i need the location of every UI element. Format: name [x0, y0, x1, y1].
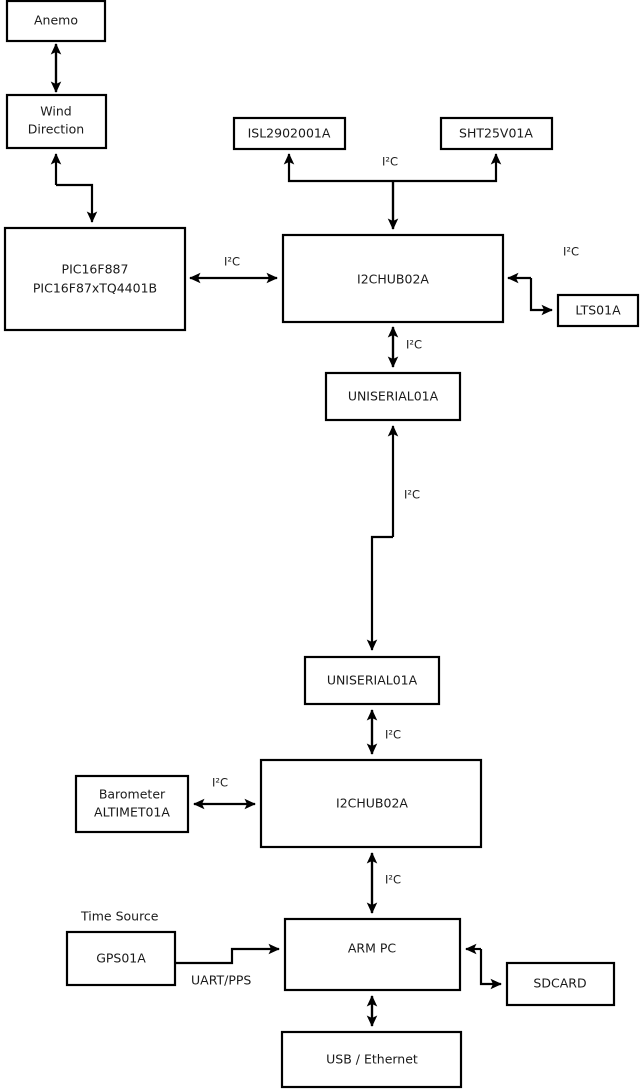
- arrow-to-lts: [529, 278, 553, 316]
- edge-hub-sensors-bus: I²C: [283, 153, 502, 230]
- edge-pic-wind-direction: [50, 153, 98, 223]
- node-gps01a[interactable]: GPS01A: [65, 930, 177, 987]
- node-wind-direction-box[interactable]: [5, 93, 108, 150]
- node-uniserial-top[interactable]: UNISERIAL01A: [324, 371, 462, 422]
- edge-label-sensors-bus: I²C: [382, 155, 398, 169]
- node-pic-box[interactable]: [3, 226, 187, 332]
- node-anemo[interactable]: Anemo: [5, 0, 107, 43]
- node-gps01a-label: GPS01A: [96, 951, 146, 966]
- arrow-to-arm: [175, 943, 280, 965]
- node-hub-bottom-box[interactable]: [259, 758, 483, 849]
- edge-label-hub-arm: I²C: [385, 873, 401, 887]
- edge-gps-arm: UART/PPS: [175, 943, 280, 988]
- node-hub-top-box[interactable]: [281, 233, 505, 324]
- node-sdcard-label: SDCARD: [533, 976, 586, 991]
- node-usb-ethernet[interactable]: USB / Ethernet: [280, 1030, 463, 1089]
- node-arm-pc-box[interactable]: [283, 917, 462, 992]
- edge-pic-hub-top: I²C: [189, 255, 278, 284]
- node-sdcard-box[interactable]: [505, 961, 616, 1007]
- edge-label-gps-arm: UART/PPS: [191, 973, 251, 988]
- node-usb-ethernet-label: USB / Ethernet: [326, 1052, 418, 1067]
- node-sht25v01a[interactable]: SHT25V01A: [439, 116, 554, 151]
- edge-label-barometer-hub: I²C: [212, 776, 228, 790]
- node-hub-bottom[interactable]: I2CHUB02A: [259, 758, 483, 849]
- edge-label-uniserial-hub: I²C: [385, 728, 401, 742]
- edge-uniserial-hub-bottom: I²C: [366, 709, 401, 755]
- node-arm-pc-label: ARM PC: [348, 941, 397, 956]
- node-hub-top[interactable]: I2CHUB02A: [281, 233, 505, 324]
- node-sht25v01a-box[interactable]: [439, 116, 554, 151]
- edge-hub-arm: I²C: [366, 852, 401, 914]
- node-lts01a-label: LTS01A: [575, 303, 621, 318]
- edge-hub-uniserial-top: I²C: [387, 326, 422, 368]
- node-anemo-box[interactable]: [5, 0, 107, 43]
- node-barometer-label-line2: ALTIMET01A: [94, 805, 170, 820]
- edge-label-pic-hub: I²C: [224, 255, 240, 269]
- node-sht25v01a-label: SHT25V01A: [459, 126, 533, 141]
- node-uniserial-bottom-box[interactable]: [303, 655, 441, 706]
- edge-label-uniserial-link: I²C: [404, 488, 420, 502]
- node-hub-bottom-label: I2CHUB02A: [336, 796, 408, 811]
- node-pic-label-line1: PIC16F887: [62, 262, 129, 277]
- edge-label-hub-lts: I²C: [563, 245, 579, 259]
- node-usb-ethernet-box[interactable]: [280, 1030, 463, 1089]
- node-uniserial-top-label: UNISERIAL01A: [348, 389, 439, 404]
- edge-hub-lts: I²C: [507, 245, 579, 316]
- arrow-to-sdcard: [479, 949, 502, 990]
- node-hub-top-label: I2CHUB02A: [357, 272, 429, 287]
- arrow-down: [366, 535, 393, 651]
- edge-label-hub-uniserial: I²C: [406, 338, 422, 352]
- node-uniserial-bottom[interactable]: UNISERIAL01A: [303, 655, 441, 706]
- node-barometer[interactable]: Barometer ALTIMET01A: [74, 774, 190, 834]
- node-pic-label-line2: PIC16F87xTQ4401B: [33, 281, 157, 296]
- node-arm-pc[interactable]: ARM PC: [283, 917, 462, 992]
- node-isl2902001a[interactable]: ISL2902001A: [232, 116, 347, 151]
- node-anemo-label: Anemo: [34, 13, 78, 28]
- node-wind-direction-label-line1: Wind: [40, 104, 71, 119]
- node-barometer-box[interactable]: [74, 774, 190, 834]
- node-sdcard[interactable]: SDCARD: [505, 961, 616, 1007]
- node-barometer-label-line1: Barometer: [99, 787, 166, 802]
- arrow-to-sht: [393, 153, 502, 183]
- node-wind-direction-label-line2: Direction: [28, 122, 84, 137]
- node-wind-direction[interactable]: Wind Direction: [5, 93, 108, 150]
- edge-uniserial-link: I²C: [366, 425, 420, 651]
- node-isl2902001a-label: ISL2902001A: [248, 126, 331, 141]
- node-uniserial-top-box[interactable]: [324, 371, 462, 422]
- node-lts01a[interactable]: LTS01A: [556, 293, 640, 328]
- node-isl2902001a-box[interactable]: [232, 116, 347, 151]
- node-lts01a-box[interactable]: [556, 293, 640, 328]
- node-gps01a-box[interactable]: [65, 930, 177, 987]
- label-time-source: Time Source: [80, 909, 159, 924]
- node-pic[interactable]: PIC16F887 PIC16F87xTQ4401B: [3, 226, 187, 332]
- arrow-to-isl: [283, 153, 393, 183]
- arrow-to-pic: [56, 183, 98, 223]
- edge-arm-sdcard: [465, 943, 502, 990]
- edge-barometer-hub: I²C: [193, 776, 256, 810]
- node-uniserial-bottom-label: UNISERIAL01A: [327, 673, 418, 688]
